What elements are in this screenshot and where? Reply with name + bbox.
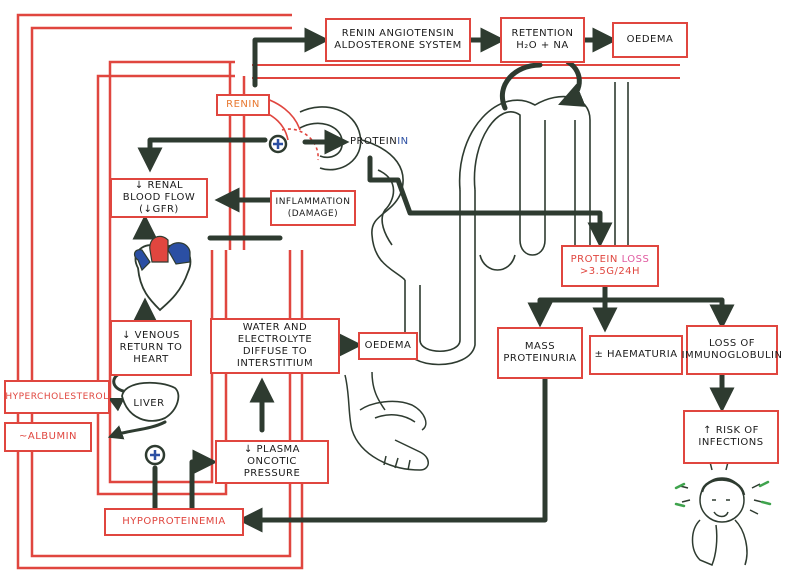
oedema-mid-node: Oedema bbox=[358, 332, 418, 360]
mass-proteinuria-label: Mass proteinuria bbox=[503, 341, 577, 364]
renin-node: Renin bbox=[216, 94, 270, 116]
renal-blood-flow-label: ↓ Renal blood flow (↓GFR) bbox=[122, 180, 196, 215]
raas-node: Renin Angiotensin Aldosterone System bbox=[325, 18, 471, 62]
mass-proteinuria-node: Mass proteinuria bbox=[497, 327, 583, 379]
risk-infections-node: ↑ Risk of infections bbox=[683, 410, 779, 464]
albumin-node: ~Albumin bbox=[4, 422, 92, 452]
raas-label: Renin Angiotensin Aldosterone System bbox=[334, 28, 462, 51]
haematuria-label: ± Haematuria bbox=[594, 349, 678, 360]
loss-immunoglobulin-label: Loss of immunoglobulin bbox=[681, 338, 783, 361]
plasma-oncotic-node: ↓ Plasma oncotic pressure bbox=[215, 440, 329, 484]
hypoproteinemia-label: Hypoproteinemia bbox=[122, 516, 226, 527]
protein-loss-node: Protein loss>3.5g/24h bbox=[561, 245, 659, 287]
water-diffuse-node: Water and electrolyte diffuse to interst… bbox=[210, 318, 340, 374]
plasma-oncotic-label: ↓ Plasma oncotic pressure bbox=[243, 444, 301, 479]
blood-vessel-loop bbox=[16, 13, 680, 570]
liver-icon bbox=[121, 381, 180, 422]
haematuria-node: ± Haematuria bbox=[589, 335, 683, 375]
protein-in-suffix: in bbox=[397, 136, 409, 147]
renal-blood-flow-node: ↓ Renal blood flow (↓GFR) bbox=[110, 178, 208, 218]
plus-icon bbox=[268, 134, 288, 154]
inflammation-label: Inflammation (damage) bbox=[275, 197, 351, 219]
hypoproteinemia-node: Hypoproteinemia bbox=[104, 508, 244, 536]
oedema-mid-label: Oedema bbox=[364, 340, 412, 351]
swollen-foot-icon bbox=[344, 371, 429, 471]
coughing-person-icon bbox=[679, 461, 763, 566]
flow-arrows bbox=[107, 27, 735, 533]
heart-icon bbox=[133, 235, 192, 312]
venous-return-node: ↓ Venous return to heart bbox=[110, 320, 192, 376]
loss-immunoglobulin-node: Loss of immunoglobulin bbox=[682, 325, 782, 375]
venous-return-label: ↓ Venous return to heart bbox=[119, 330, 183, 365]
water-diffuse-label: Water and electrolyte diffuse to interst… bbox=[236, 322, 314, 369]
protein-loss-c: >3.5g/24h bbox=[579, 266, 641, 277]
protein-loss-b: loss bbox=[621, 254, 650, 265]
infection-marks bbox=[674, 480, 772, 508]
retention-node: Retention H₂O + Na bbox=[500, 17, 585, 63]
liver-text: Liver bbox=[133, 398, 165, 409]
plus-icon bbox=[144, 444, 166, 466]
protein-in-label: Proteinin bbox=[350, 136, 420, 148]
hypercholesterol-node: Hypercholesterol bbox=[4, 380, 110, 414]
oedema-top-node: Oedema bbox=[612, 22, 688, 58]
risk-infections-label: ↑ Risk of infections bbox=[698, 425, 764, 448]
hypercholesterol-label: Hypercholesterol bbox=[5, 392, 109, 402]
renin-label: Renin bbox=[226, 99, 260, 110]
liver-label: Liver bbox=[130, 398, 168, 410]
protein-loss-label: Protein loss>3.5g/24h bbox=[571, 254, 650, 278]
albumin-label: ~Albumin bbox=[18, 431, 78, 442]
protein-label: Protein bbox=[350, 136, 398, 147]
protein-loss-a: Protein bbox=[570, 254, 618, 265]
retention-label: Retention H₂O + Na bbox=[511, 28, 574, 51]
oedema-top-label: Oedema bbox=[626, 34, 674, 45]
inflammation-node: Inflammation (damage) bbox=[270, 190, 356, 226]
